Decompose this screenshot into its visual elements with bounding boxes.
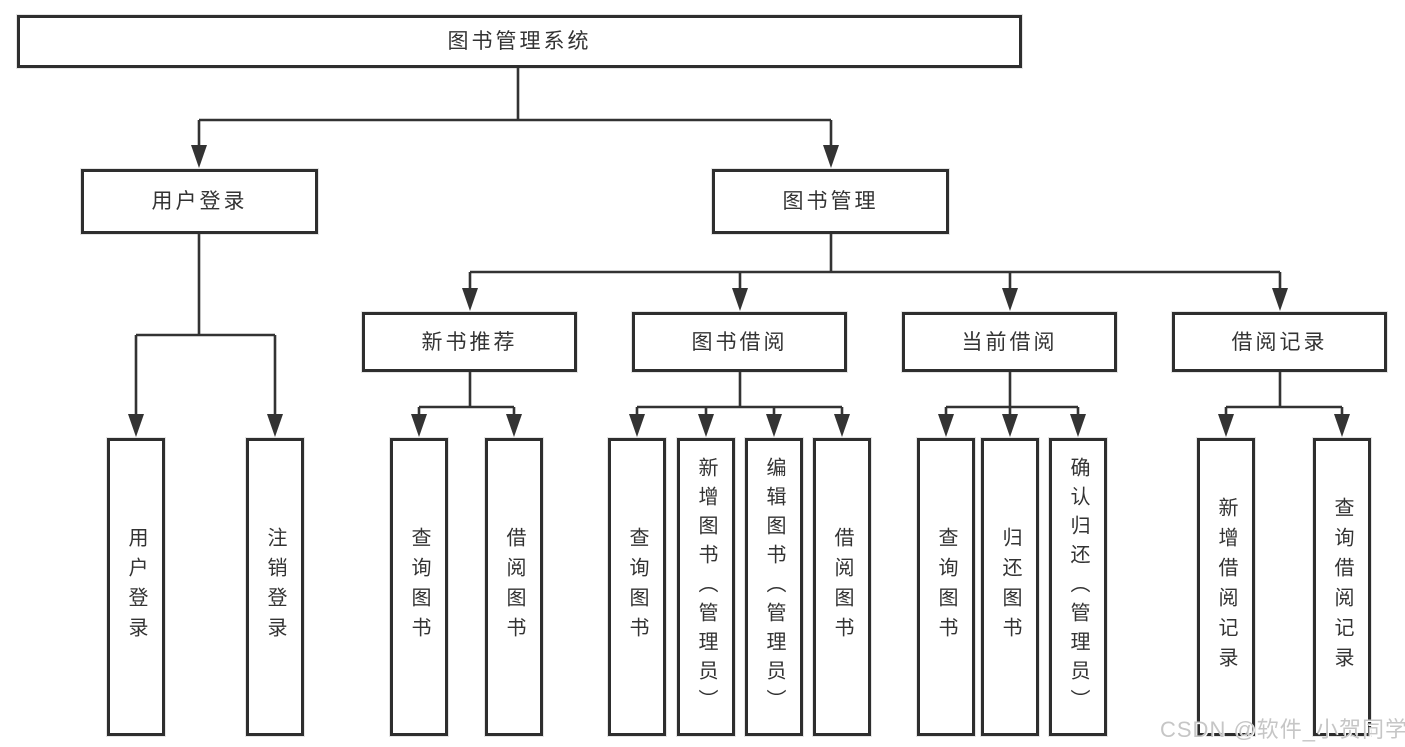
arrowhead — [411, 414, 427, 437]
node-borrowing-records: 借阅记录 — [1172, 312, 1387, 372]
leaf-edit-book-admin: 编辑图书（管理员） — [745, 438, 803, 736]
leaf-query-borrow-record: 查询借阅记录 — [1313, 438, 1371, 736]
arrowhead — [629, 414, 645, 437]
arrowhead — [191, 145, 207, 168]
node-current-borrowing: 当前借阅 — [902, 312, 1117, 372]
connector-current-borrow-to-leaves — [938, 372, 1086, 437]
node-library-management-system: 图书管理系统 — [17, 15, 1022, 68]
leaf-logout: 注销登录 — [246, 438, 304, 736]
connector-root-to-level2 — [191, 68, 839, 168]
connector-user-login-to-leaves — [128, 234, 283, 437]
leaf-borrow-books-borrow: 借阅图书 — [813, 438, 871, 736]
arrowhead — [462, 288, 478, 311]
arrowhead — [1334, 414, 1350, 437]
arrowhead — [128, 414, 144, 437]
leaf-return-book: 归还图书 — [981, 438, 1039, 736]
connector-new-book-to-leaves — [411, 372, 522, 437]
connector-book-borrow-to-leaves — [629, 372, 850, 437]
arrowhead — [834, 414, 850, 437]
connector-borrow-record-to-leaves — [1218, 372, 1350, 437]
csdn-watermark: CSDN @软件_小贺同学 — [1160, 717, 1405, 742]
leaf-query-books-current: 查询图书 — [917, 438, 975, 736]
leaf-query-books-newbook: 查询图书 — [390, 438, 448, 736]
node-book-borrowing: 图书借阅 — [632, 312, 847, 372]
arrowhead — [938, 414, 954, 437]
arrowhead — [1002, 414, 1018, 437]
leaf-add-book-admin: 新增图书（管理员） — [677, 438, 735, 736]
arrowhead — [1070, 414, 1086, 437]
leaf-query-books-borrow: 查询图书 — [608, 438, 666, 736]
arrowhead — [1272, 288, 1288, 311]
leaf-borrow-books-newbook: 借阅图书 — [485, 438, 543, 736]
node-new-book-recommendation: 新书推荐 — [362, 312, 577, 372]
leaf-confirm-return-admin: 确认归还（管理员） — [1049, 438, 1107, 736]
arrowhead — [698, 414, 714, 437]
arrowhead — [267, 414, 283, 437]
leaf-user-login: 用户登录 — [107, 438, 165, 736]
arrowhead — [823, 145, 839, 168]
connector-book-management-to-level3 — [462, 234, 1288, 311]
arrowhead — [1218, 414, 1234, 437]
leaf-add-borrow-record: 新增借阅记录 — [1197, 438, 1255, 736]
node-user-login: 用户登录 — [81, 169, 318, 234]
arrowhead — [766, 414, 782, 437]
arrowhead — [732, 288, 748, 311]
arrowhead — [506, 414, 522, 437]
node-book-management: 图书管理 — [712, 169, 949, 234]
arrowhead — [1002, 288, 1018, 311]
